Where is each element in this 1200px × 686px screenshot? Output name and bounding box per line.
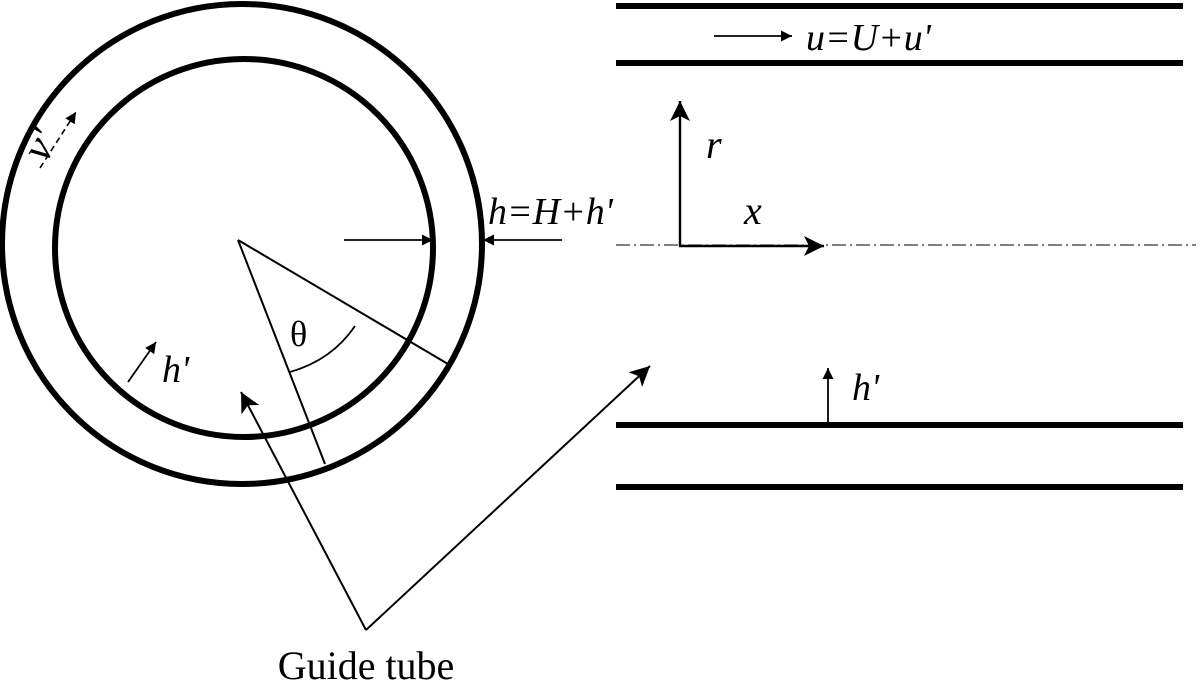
h-prime-channel-label: h' <box>852 367 880 409</box>
guide-tube-pointer-right <box>365 365 651 631</box>
inner-tube-circle <box>52 56 436 440</box>
v-prime-arrow <box>39 111 77 169</box>
x-axis-label: x <box>743 188 762 233</box>
wedge-line-b <box>237 239 326 465</box>
r-axis-label: r <box>706 122 722 167</box>
u-label: u=U+u' <box>806 17 932 59</box>
theta-arc <box>289 325 356 373</box>
guide-tube-pointer-left <box>240 391 367 631</box>
wedge-line-a <box>237 239 449 365</box>
h-prime-circle-arrow <box>127 341 157 383</box>
outer-tube-circle <box>0 1 485 487</box>
gap-label: h=H+h' <box>488 191 614 233</box>
guide-tube-label: Guide tube <box>278 643 455 686</box>
h-prime-circle-label: h' <box>162 349 190 391</box>
theta-label: θ <box>290 314 307 354</box>
v-prime-label: v' <box>12 119 70 169</box>
